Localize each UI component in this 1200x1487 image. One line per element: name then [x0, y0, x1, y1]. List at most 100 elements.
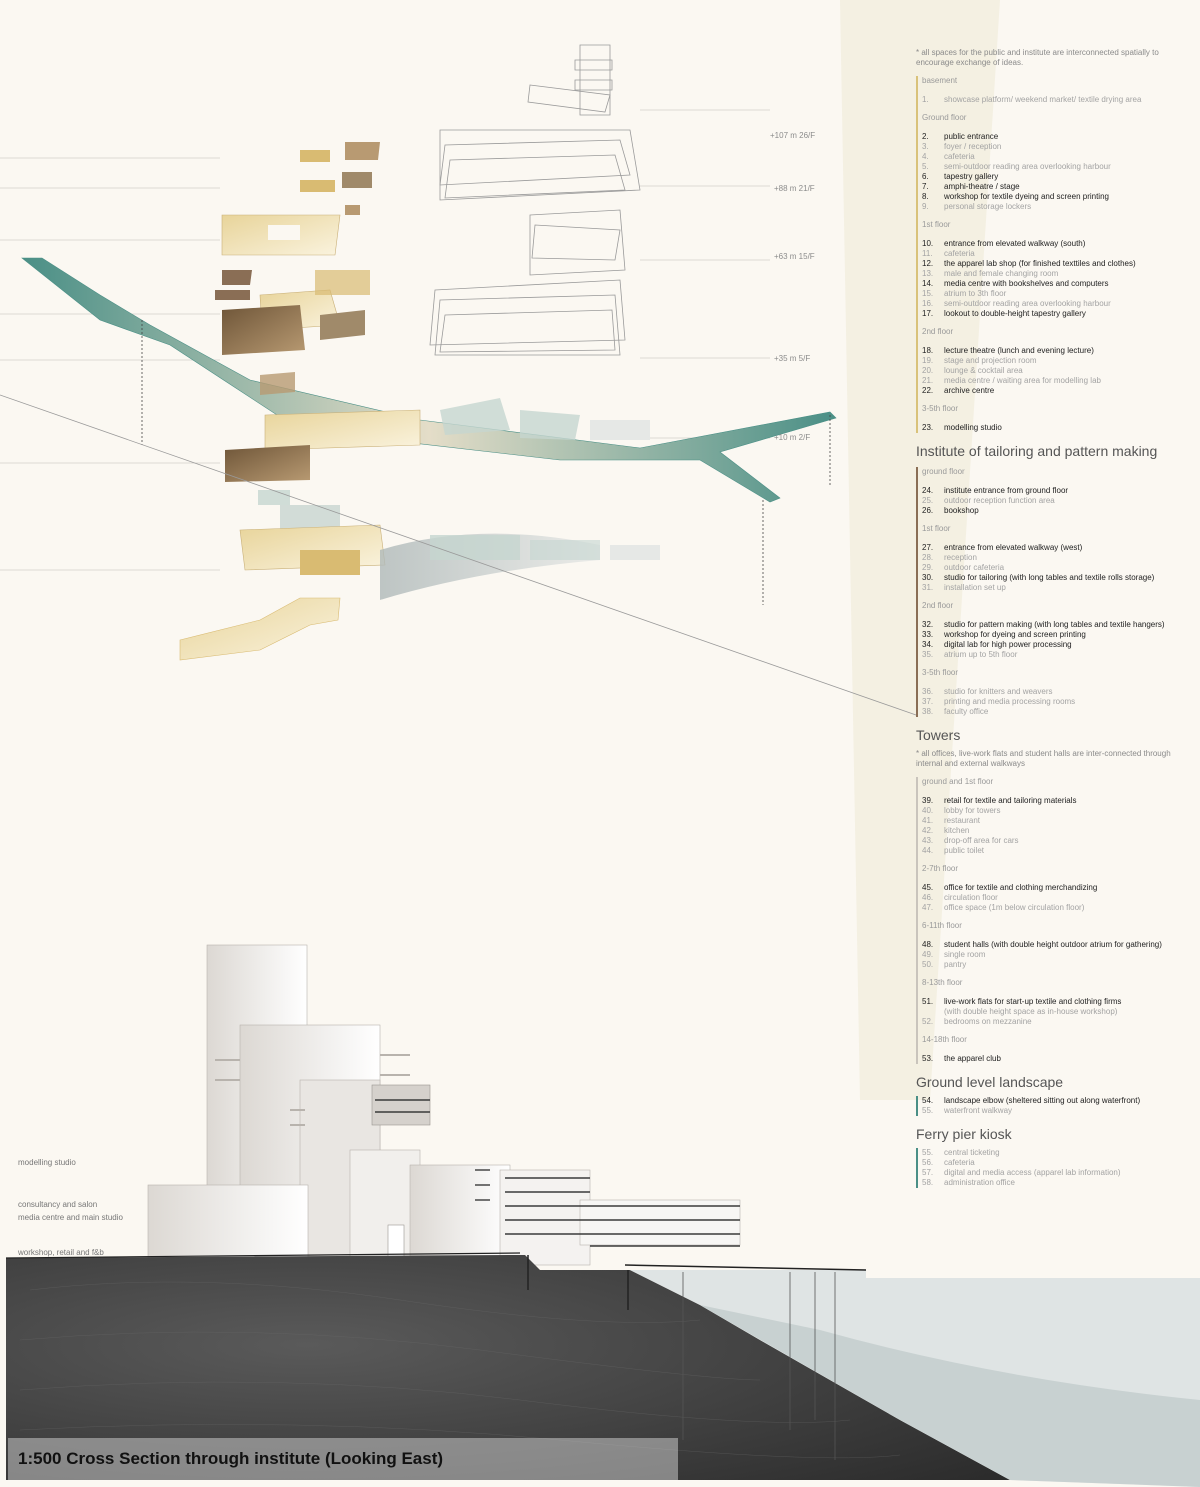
legend-item-number: 1.: [922, 95, 929, 104]
legend-item-number: 11.: [922, 249, 933, 258]
legend-item: 6.tapestry gallery: [922, 172, 1188, 182]
legend-item-text: bedrooms on mezzanine: [944, 1017, 1032, 1026]
legend-item: 45.office for textile and clothing merch…: [922, 883, 1188, 893]
legend-item-text: faculty office: [944, 707, 989, 716]
legend-item: 54. landscape elbow (sheltered sitting ou…: [922, 1096, 1188, 1106]
legend-item: 29.outdoor cafeteria: [922, 563, 1188, 573]
legend-item-text: archive centre: [944, 386, 995, 395]
legend-item-number: 14.: [922, 279, 934, 288]
floor-label: 2-7th floor: [922, 864, 959, 873]
legend-item-text: drop-off area for cars: [944, 836, 1019, 845]
level-label-15f: +63 m 15/F: [774, 252, 815, 261]
legend-item-number: 37.: [922, 697, 934, 706]
legend-item-number: 33.: [922, 630, 934, 639]
legend-item: 7.amphi-theatre / stage: [922, 182, 1188, 192]
floor-label: 2nd floor: [922, 327, 954, 336]
legend-item-text: workshop for textile dyeing and screen p…: [944, 192, 1109, 201]
floor-label: 2nd floor: [922, 601, 954, 610]
legend-item-number: 58.: [922, 1178, 934, 1187]
legend-item: 34.digital lab for high power processing: [922, 640, 1188, 650]
legend-item-number: 24.: [922, 486, 934, 495]
legend-item-number: 46.: [922, 893, 934, 902]
legend-item-number: 27.: [922, 543, 934, 552]
legend-item-text: workshop for dyeing and screen printing: [944, 630, 1086, 639]
pier-piles: [682, 1272, 836, 1460]
legend-item-text: installation set up: [944, 583, 1006, 592]
legend-item-number: 35.: [922, 650, 934, 659]
legend-item-text: waterfront walkway: [944, 1106, 1013, 1115]
legend-item-number: 38.: [922, 707, 934, 716]
legend-item-number: 9.: [922, 202, 929, 211]
legend-item-text: live-work flats for start-up textile and…: [944, 997, 1122, 1006]
legend-item: 30.studio for tailoring (with long table…: [922, 573, 1188, 583]
legend-item-number: 36.: [922, 687, 934, 696]
legend-item-text: printing and media processing rooms: [944, 697, 1076, 706]
legend-item-number: 4.: [922, 152, 929, 161]
legend-item-text: single room: [944, 950, 986, 959]
legend-item-number: 16.: [922, 299, 934, 308]
legend-item-number: 18.: [922, 346, 934, 355]
legend-item-number: 19.: [922, 356, 934, 365]
legend-item-text: cafeteria: [944, 1158, 975, 1167]
legend-item-number: 3.: [922, 142, 929, 151]
legend-item-text: student halls (with double height outdoo…: [944, 940, 1162, 949]
site-line: [0, 394, 917, 716]
legend-item: 43. drop-off area for cars: [922, 836, 1188, 846]
legend-item-number: 31.: [922, 583, 934, 592]
legend-item-text: landscape elbow (sheltered sitting out a…: [944, 1096, 1141, 1105]
floor-label: 1st floor: [922, 220, 951, 229]
legend-item: 2.public entrance: [922, 132, 1188, 142]
legend-item: 22.archive centre: [922, 386, 1188, 396]
ground-line: [5, 1252, 521, 1259]
legend-item-text: semi-outdoor reading area overlooking ha…: [944, 162, 1111, 171]
legend-item: 50.pantry: [922, 960, 1188, 970]
legend-item-text: office for textile and clothing merchand…: [944, 883, 1098, 892]
legend-item-number: 51.: [922, 997, 934, 1006]
legend-item-number: 5.: [922, 162, 929, 171]
legend-item: 5. semi-outdoor reading area overlooking …: [922, 162, 1188, 172]
legend-item-number: 34.: [922, 640, 934, 649]
legend-item-text: studio for knitters and weavers: [944, 687, 1053, 696]
legend-item: 13.male and female changing room: [922, 269, 1188, 279]
level-label-26f: +107 m 26/F: [770, 131, 816, 140]
legend-item-text: semi-outdoor reading area overlooking ha…: [944, 299, 1111, 308]
section-slabs: [375, 1099, 740, 1247]
legend-item: 8.workshop for textile dyeing and screen…: [922, 192, 1188, 202]
legend-item: 16. semi-outdoor reading area overlooking…: [922, 299, 1188, 309]
legend-item-number: 41.: [922, 816, 934, 825]
legend-item-number: 44.: [922, 846, 934, 855]
legend-item-number: 54.: [922, 1096, 934, 1105]
floor-label: 14-18th floor: [922, 1035, 967, 1044]
dotted-connectors: [141, 320, 831, 605]
legend-item-number: 2.: [922, 132, 929, 141]
legend-item: 44. public toilet: [922, 846, 1188, 856]
legend-item: 49. single room: [922, 950, 1188, 960]
legend-item: 14.media centre with bookshelves and com…: [922, 279, 1188, 289]
legend-item: 3. foyer / reception: [922, 142, 1188, 152]
legend-item-text: modelling studio: [944, 423, 1002, 432]
legend-item-number: 17.: [922, 309, 934, 318]
legend-item-number: 43.: [922, 836, 934, 845]
legend-item-number: 15.: [922, 289, 934, 298]
legend-item-number: 32.: [922, 620, 934, 629]
legend-item-text: reception: [944, 553, 977, 562]
legend-item-text: foyer / reception: [944, 142, 1002, 151]
legend-item-text: cafeteria: [944, 249, 975, 258]
ground-mass: [6, 1255, 1010, 1480]
legend-item-text: personal storage lockers: [944, 202, 1032, 211]
legend-item-number: 26.: [922, 506, 934, 515]
sea-shade: [700, 1305, 1200, 1487]
caption-bar: 1:500 Cross Section through institute (L…: [8, 1438, 678, 1480]
legend-item-number: 49.: [922, 950, 934, 959]
legend-item-text: studio for pattern making (with long tab…: [944, 620, 1165, 629]
legend-item-number: 29.: [922, 563, 934, 572]
floor-label: 3-5th floor: [922, 404, 959, 413]
floor-label: ground floor: [922, 467, 965, 476]
legend-item: 38. faculty office: [922, 707, 1188, 717]
legend-item-text: public toilet: [944, 846, 985, 855]
legend-item: 33. workshop for dyeing and screen printi…: [922, 630, 1188, 640]
